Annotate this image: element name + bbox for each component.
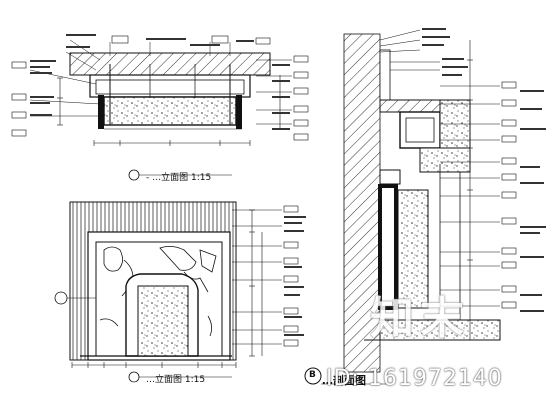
right-section-drawing	[304, 28, 546, 385]
right-drawing-caption: …剖面图	[322, 374, 366, 387]
bottom-drawing-caption: …立面图 1:15	[146, 375, 206, 385]
section-mark-b: B	[309, 370, 316, 380]
top-section-drawing	[11, 34, 309, 181]
bottom-elevation-drawing	[54, 201, 306, 383]
top-drawing-caption: - …立面图 1:15	[146, 173, 212, 183]
